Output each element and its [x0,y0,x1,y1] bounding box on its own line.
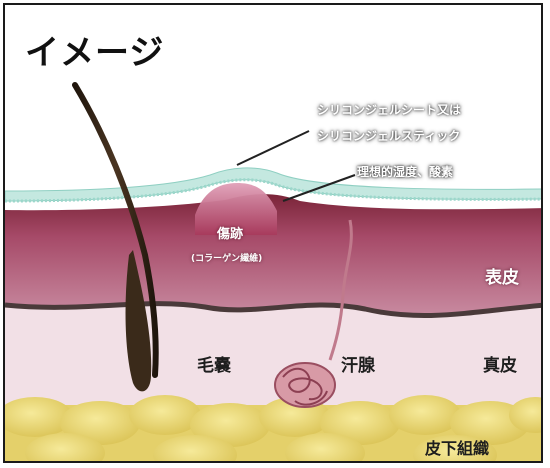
collagen-label: (コラーゲン繊維) [191,251,262,264]
dermis-label: 真皮 [483,351,517,376]
follicle-label: 毛嚢 [197,351,231,376]
subcutaneous-label: 皮下組織 [425,435,489,459]
epidermis-label: 表皮 [485,263,519,288]
sweat-gland [275,363,335,407]
ideal-humidity-label: 理想的湿度、酸素 [357,163,453,180]
diagram-frame: イメージ シリコンジェルシート又は シリコンジェルスティック 理想的湿度、酸素 … [3,3,543,463]
sweat-gland-label: 汗腺 [341,351,375,376]
silicone-label-line1: シリコンジェルシート又は [317,101,461,118]
diagram-title: イメージ [25,25,164,74]
scar-label: 傷跡 [217,223,243,242]
silicone-label-line2: シリコンジェルスティック [317,127,460,144]
